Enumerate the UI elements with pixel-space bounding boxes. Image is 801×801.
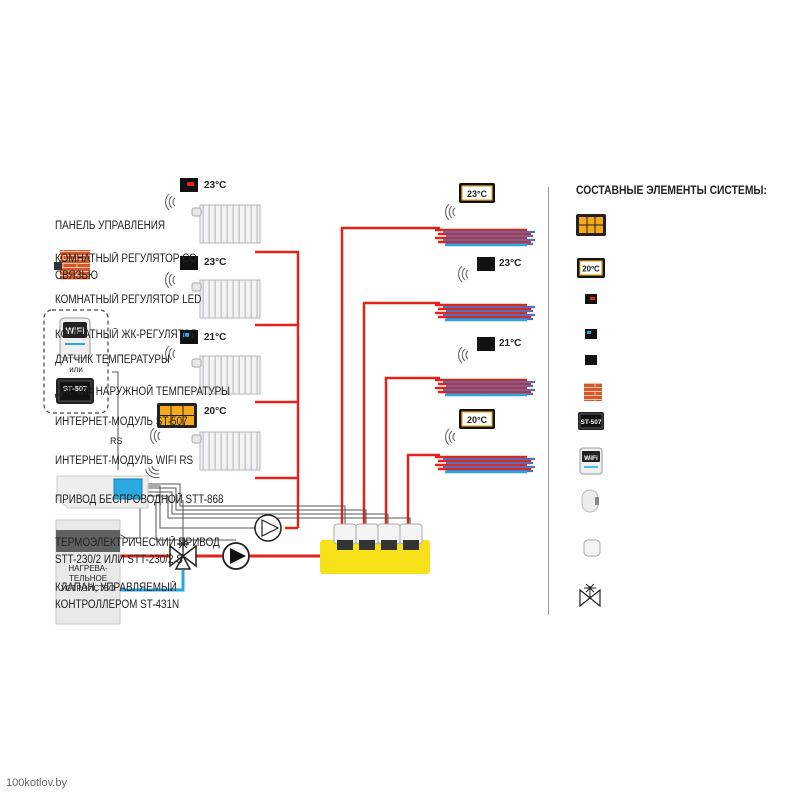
legend-item-valve-2: КОНТРОЛЛЕРОМ ST-431N xyxy=(55,599,180,611)
legend-separator xyxy=(548,187,549,615)
valve-icon xyxy=(579,583,601,608)
legend-item-temp-sensor: ДАТЧИК ТЕМПЕРАТУРЫ xyxy=(55,354,170,366)
wifi-rs-module xyxy=(59,317,91,359)
heating-device xyxy=(55,519,121,625)
legend-item-st507: ИНТЕРНЕТ-МОДУЛЬ ST-507 xyxy=(55,416,188,428)
or-label: или xyxy=(69,365,83,374)
wireless-signal-icon xyxy=(444,428,456,446)
legend-item-lcd-regulator: КОМНАТНЫЙ ЖК-РЕГУЛЯТОР xyxy=(55,329,198,341)
room-regulator-with-link xyxy=(459,183,495,203)
wireless-signal-icon xyxy=(164,193,176,211)
room-regulator-link-icon xyxy=(577,258,605,278)
floor-loop-4 xyxy=(433,455,537,474)
st507-module xyxy=(56,378,94,404)
led-regulator-icon xyxy=(585,294,597,304)
brick-icon xyxy=(584,383,602,401)
wireless-signal-icon xyxy=(149,427,161,445)
heater-line1: НАГРЕВА- xyxy=(68,564,108,573)
legend-regulator-text: 20ºC xyxy=(582,265,600,274)
outdoor-temperature-sensor xyxy=(54,250,90,280)
room1-temp: 23°C xyxy=(204,180,226,191)
st507-icon xyxy=(578,412,604,430)
temperature-sensor-icon xyxy=(585,355,597,365)
legend-item-thermo-actuator-2: STT-230/2 ИЛИ STT-230/2 S xyxy=(55,554,183,566)
floor3-temp: 21°C xyxy=(499,338,521,349)
legend-item-outdoor-sensor: ДАТЧИК НАРУЖНОЙ ТЕМПЕРАТУРЫ xyxy=(55,386,231,398)
pump-radiators xyxy=(254,514,282,542)
legend-item-led-regulator: КОМНАТНЫЙ РЕГУЛЯТОР LED xyxy=(55,294,202,306)
legend-st507-text: ST-507 xyxy=(581,419,602,426)
watermark: 100kotlov.by xyxy=(6,777,67,789)
room-regulator-lcd xyxy=(180,330,198,344)
thermoelectric-actuators xyxy=(333,523,423,550)
wireless-signal-icon xyxy=(457,346,469,364)
room3-temp: 21°C xyxy=(204,332,226,343)
room-regulator-with-link xyxy=(459,409,495,429)
legend-item-wireless-actuator: ПРИВОД БЕСПРОВОДНОЙ STT-868 xyxy=(55,494,224,506)
room4-temp: 20°C xyxy=(204,406,226,417)
rs-label: RS xyxy=(110,436,123,446)
wireless-signal-icon xyxy=(457,265,469,283)
control-panel xyxy=(157,403,197,428)
radiator-3 xyxy=(191,355,261,395)
temperature-sensor xyxy=(477,257,495,271)
legend-title: СОСТАВНЫЕ ЭЛЕМЕНТЫ СИСТЕМЫ: xyxy=(576,183,767,197)
wireless-actuator-icon xyxy=(581,489,599,513)
legend-item-room-regulator-link-2: СВЯЗЬЮ xyxy=(55,270,99,282)
legend-item-control-panel: ПАНЕЛЬ УПРАВЛЕНИЯ xyxy=(55,220,166,232)
radiator-pipes xyxy=(255,250,300,530)
temperature-sensor xyxy=(180,256,198,270)
lcd-regulator-icon xyxy=(585,329,597,339)
mixing-valve xyxy=(169,538,197,570)
legend-wifi-text: WiFi xyxy=(584,455,598,462)
floor4-display: 20°C xyxy=(467,415,488,425)
legend-item-room-regulator-link-1: КОМНАТНЫЙ РЕГУЛЯТОР СО xyxy=(55,253,197,265)
wifi-icon xyxy=(579,447,603,475)
floor-loop-3 xyxy=(433,378,537,397)
radiator-4 xyxy=(191,431,261,471)
radiator-2 xyxy=(191,279,261,319)
heater-line2: ТЕЛЬНОЕ xyxy=(69,574,107,583)
wireless-signal-icon xyxy=(444,203,456,221)
floor1-display: 23°C xyxy=(467,189,488,199)
floor2-temp: 23°C xyxy=(499,258,521,269)
wireless-signal-icon xyxy=(164,271,176,289)
floor-heating-pipes xyxy=(340,226,440,530)
room2-temp: 23°C xyxy=(204,257,226,268)
temperature-sensor xyxy=(477,337,495,351)
st507-label: ST-507 xyxy=(63,384,87,393)
heater-line3: УСТРОЙСТВО xyxy=(61,584,115,593)
pump-main xyxy=(222,542,250,570)
room-regulator-led xyxy=(180,178,198,192)
legend-item-wifi-rs: ИНТЕРНЕТ-МОДУЛЬ WIFI RS xyxy=(55,455,194,467)
main-controller xyxy=(56,475,149,509)
thermoelectric-actuator-icon xyxy=(583,539,601,557)
floor-loop-2 xyxy=(433,303,537,322)
legend-icons: 20ºC ST-507 WiFi xyxy=(576,214,606,608)
legend-item-thermo-actuator-1: ТЕРМОЭЛЕКТРИЧЕСКИЙ ПРИВОД xyxy=(55,537,220,549)
radiator-1 xyxy=(191,204,261,244)
control-panel-icon xyxy=(576,214,606,236)
internet-module-group xyxy=(43,309,109,414)
legend-item-valve-1: КЛАПАН, УПРАВЛЯЕМЫЙ xyxy=(55,582,177,594)
wifi-label: WiFi xyxy=(66,326,85,336)
floor-loop-1 xyxy=(433,228,537,247)
